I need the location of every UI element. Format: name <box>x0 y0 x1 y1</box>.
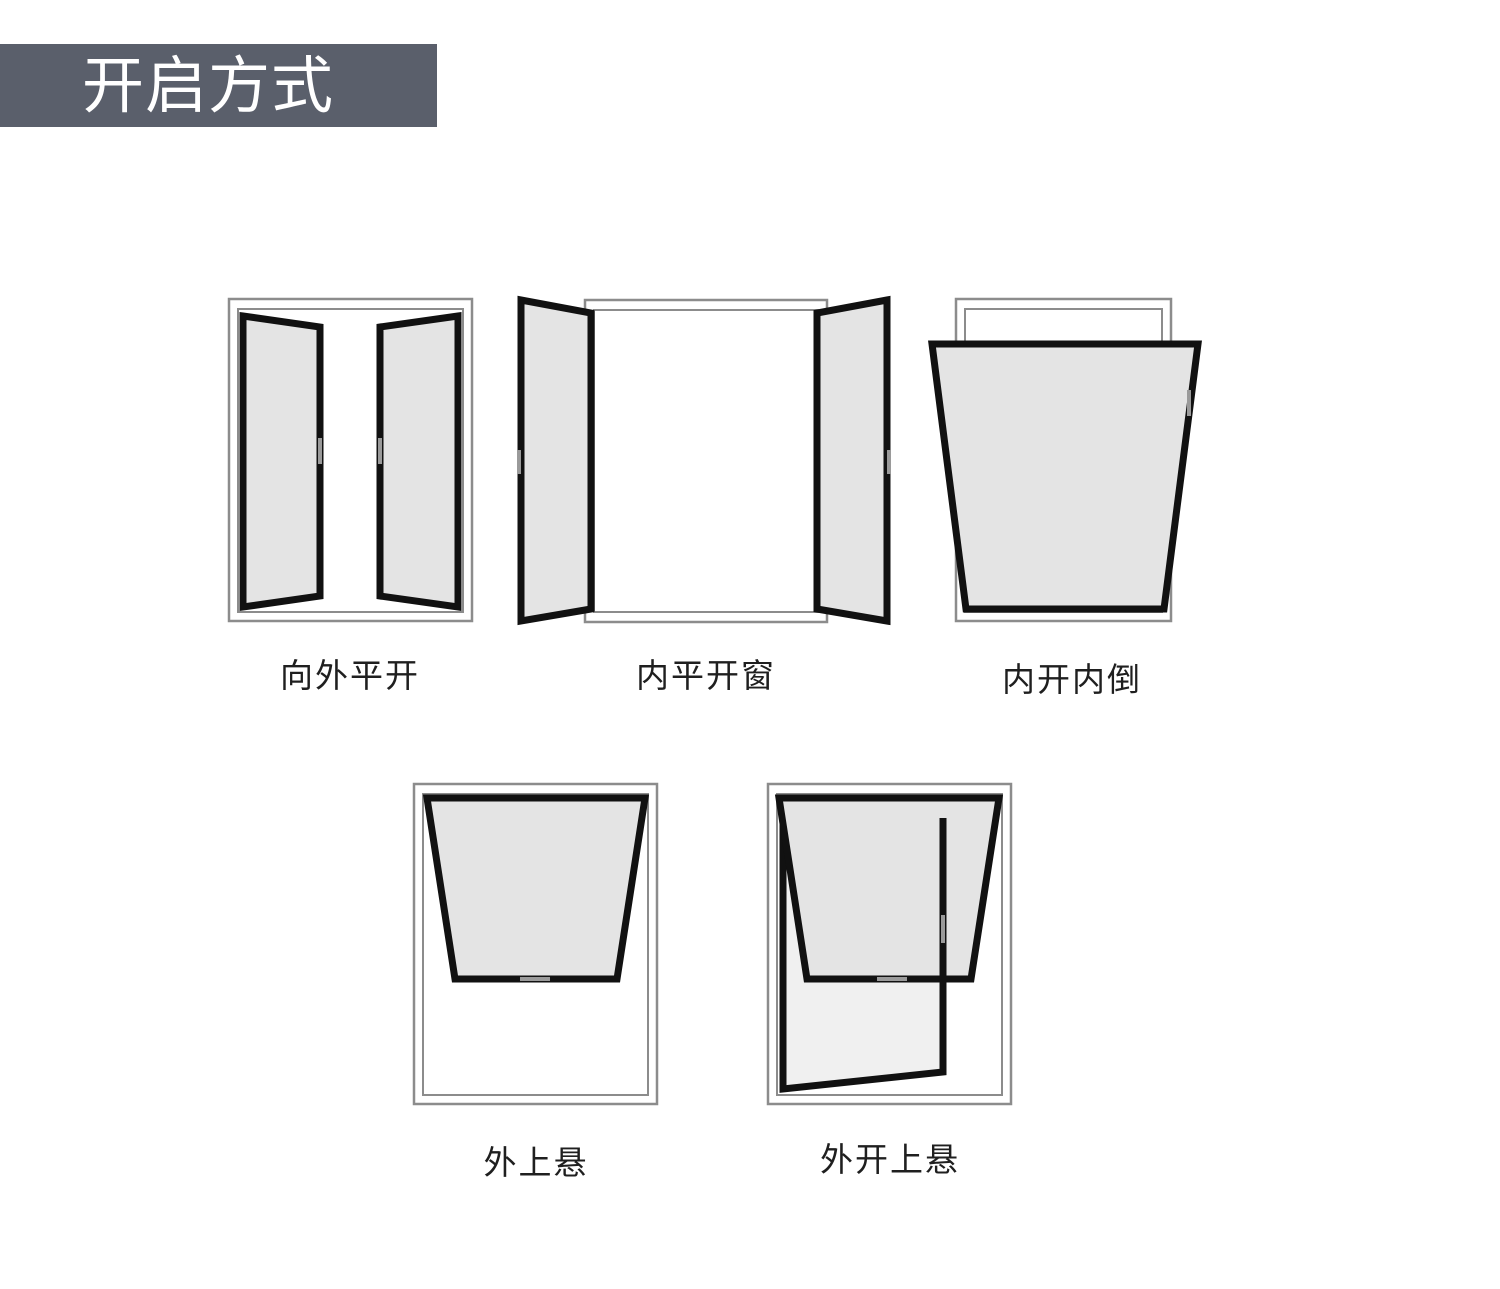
window-inward-casement <box>517 295 891 626</box>
window-tilt-and-turn <box>928 297 1202 623</box>
bottom-handle-icon <box>877 977 907 981</box>
right-sash <box>813 295 891 626</box>
top-hung-sash <box>774 794 1004 983</box>
label-outward-casement: 向外平开 <box>280 656 420 695</box>
left-handle-icon <box>517 450 521 474</box>
right-handle-icon <box>887 450 891 474</box>
side-handle-icon <box>941 915 945 943</box>
right-sash <box>376 311 462 612</box>
title-banner: 开启方式 <box>0 44 437 127</box>
label-inward-casement: 内平开窗 <box>636 656 776 695</box>
right-handle-icon <box>378 438 382 464</box>
left-sash <box>239 311 324 612</box>
handle-icon <box>520 977 550 981</box>
tilted-sash <box>928 340 1202 613</box>
label-outward-open-top-hung: 外开上悬 <box>820 1140 960 1179</box>
window-outward-open-top-hung <box>766 782 1013 1106</box>
left-handle-icon <box>318 438 322 464</box>
handle-icon <box>1187 390 1191 416</box>
window-outward-casement <box>227 297 474 623</box>
left-sash <box>517 295 595 626</box>
top-hung-sash <box>422 794 650 983</box>
window-top-hung-outward <box>412 782 659 1106</box>
label-tilt-and-turn: 内开内倒 <box>1002 660 1142 699</box>
label-top-hung-outward: 外上悬 <box>483 1143 589 1182</box>
page-title: 开启方式 <box>82 49 335 122</box>
inner-frame <box>593 309 819 613</box>
